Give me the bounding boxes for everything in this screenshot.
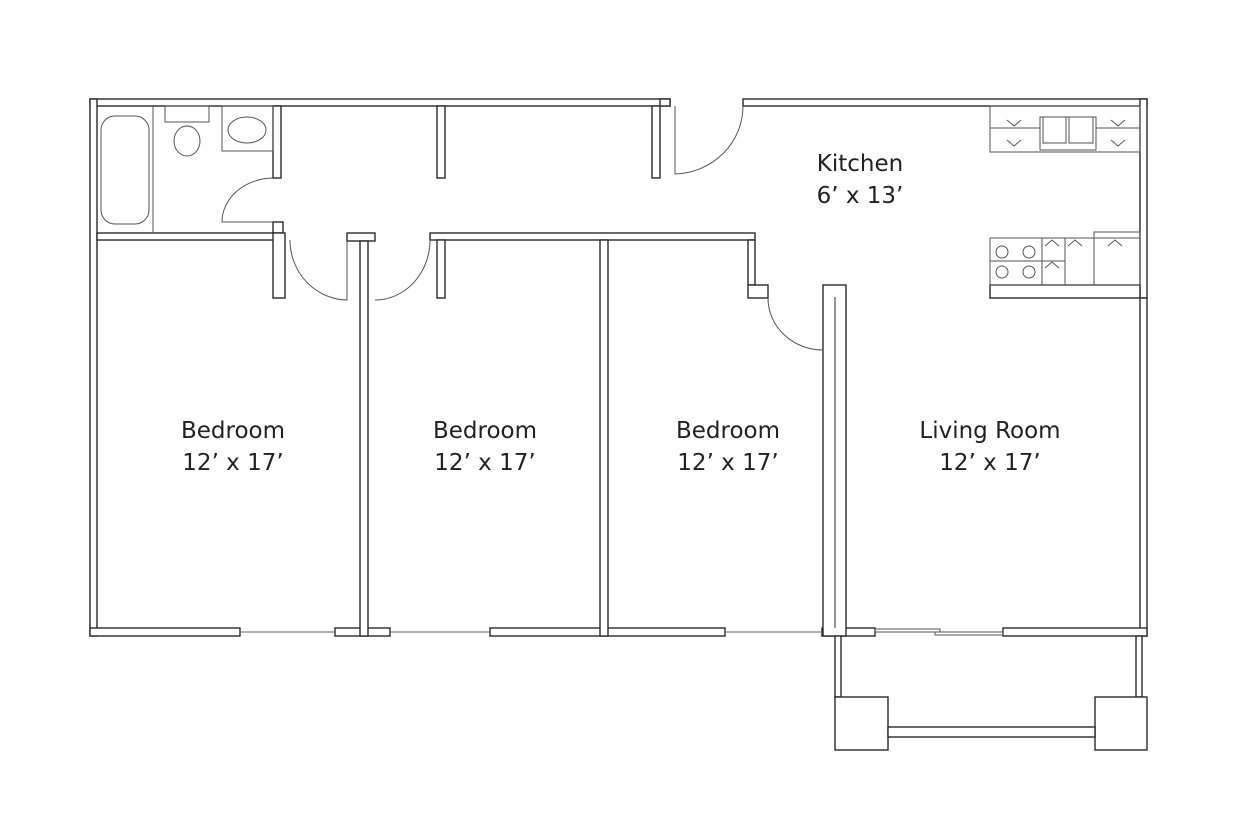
bedroom-1-name: Bedroom [181, 418, 285, 444]
interior-walls [96, 98, 1141, 637]
kitchen-name: Kitchen [817, 151, 903, 177]
bedroom-1-size: 12’ x 17’ [182, 450, 283, 476]
sliding-door-panel [874, 628, 941, 633]
balcony-post [1094, 696, 1148, 751]
living-room-size: 12’ x 17’ [939, 450, 1040, 476]
bedroom-3-size: 12’ x 17’ [677, 450, 778, 476]
bathroom-door [221, 177, 274, 223]
toilet [173, 125, 201, 157]
toilet-tank [164, 105, 210, 123]
bathtub [100, 115, 150, 225]
bedroom-2-name: Bedroom [433, 418, 537, 444]
exterior-walls [89, 98, 1148, 637]
sink [227, 116, 267, 144]
vanity [221, 105, 274, 152]
balcony-post [834, 696, 889, 751]
bedroom-1-door [289, 239, 348, 301]
kitchen-fixtures [989, 105, 1141, 286]
bathroom-fixtures [100, 105, 274, 233]
refrigerator [1093, 231, 1141, 286]
living-room-name: Living Room [919, 418, 1060, 444]
doors [221, 105, 824, 351]
bedroom-2-door [374, 239, 431, 301]
kitchen-size: 6’ x 13’ [817, 183, 904, 209]
balcony-railing [887, 726, 1096, 738]
entry-door [674, 105, 744, 175]
bedroom-3-door [767, 297, 824, 351]
bedroom-2-size: 12’ x 17’ [434, 450, 535, 476]
room-labels: Kitchen 6’ x 13’ Bedroom 12’ x 17’ Bedro… [181, 151, 1061, 476]
bedroom-3-name: Bedroom [676, 418, 780, 444]
kitchen-sink [1039, 116, 1097, 151]
windows [240, 628, 1004, 636]
upper-counter [989, 105, 1141, 153]
balcony [834, 635, 1148, 751]
sliding-door-panel [934, 631, 1004, 636]
